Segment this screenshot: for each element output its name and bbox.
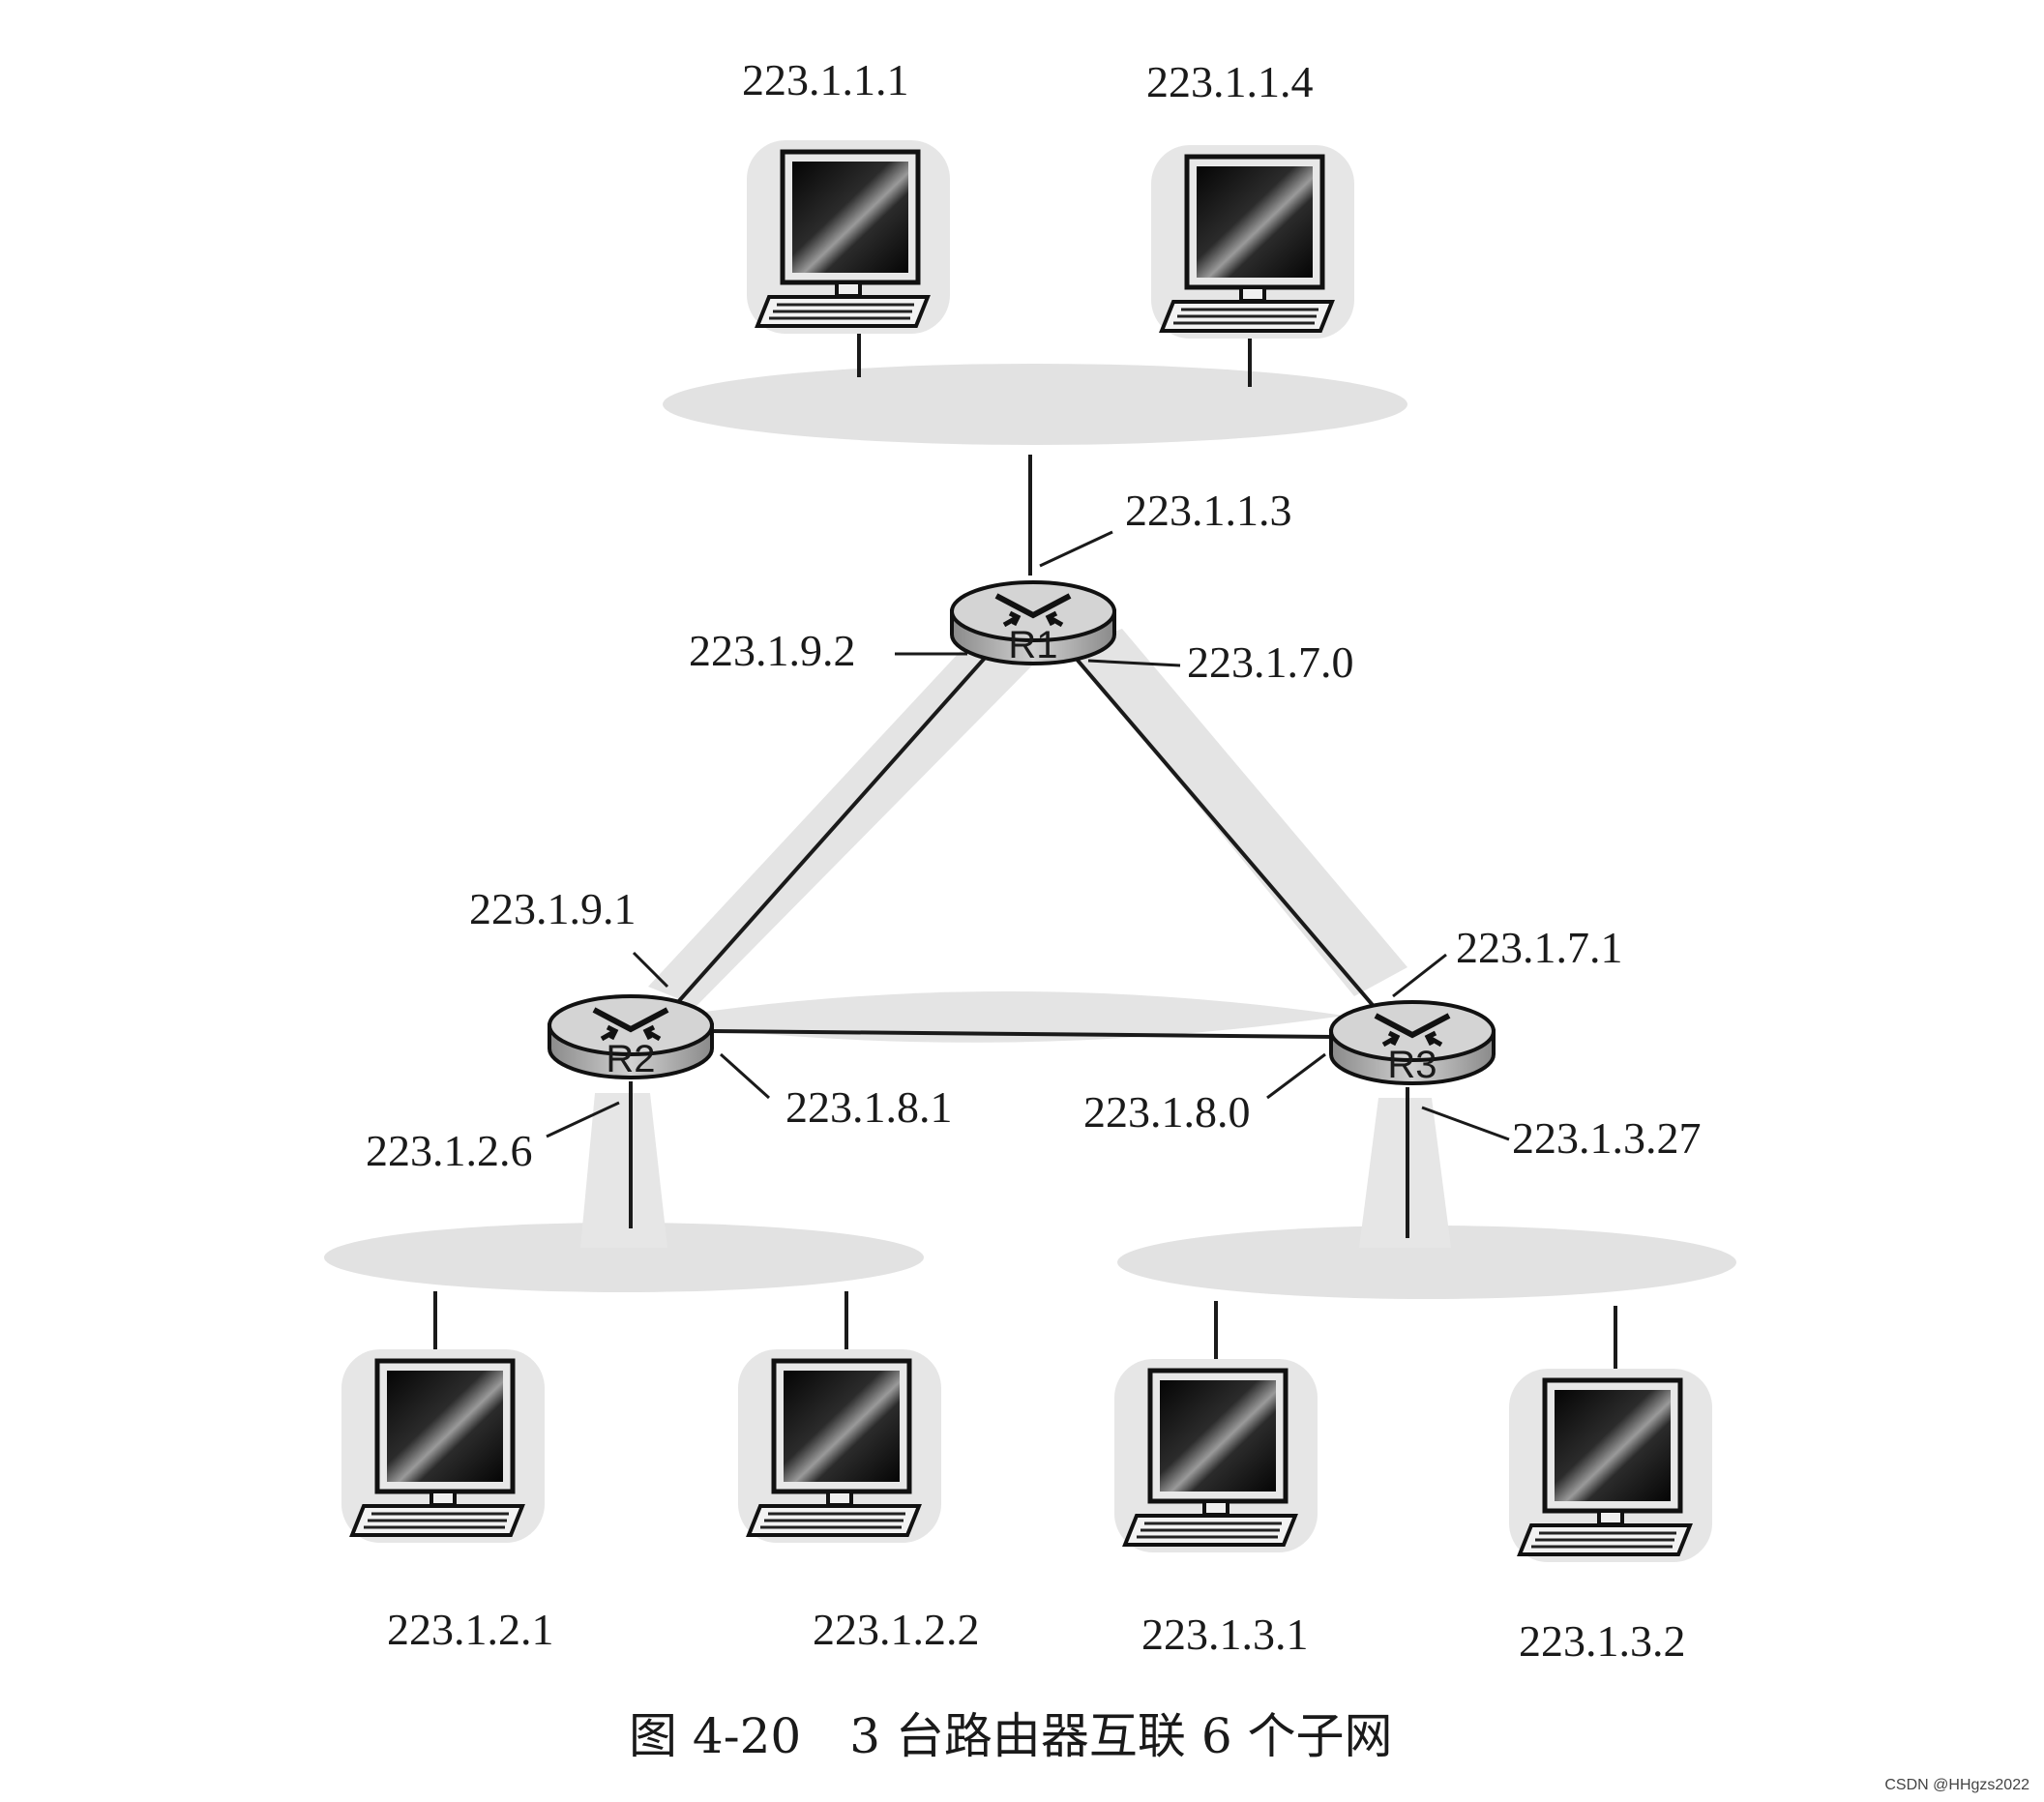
link-r1-r3	[1072, 654, 1385, 1019]
r1-interface-left: 223.1.9.2	[689, 626, 856, 675]
router-r3-label: R3	[1387, 1044, 1437, 1086]
host-bottom-2	[738, 1349, 941, 1543]
label-leaders	[546, 530, 1510, 1141]
host-top-right-ip: 223.1.1.4	[1146, 57, 1314, 106]
figure-caption: 图 4-20 3 台路由器互联 6 个子网	[629, 1708, 1393, 1764]
network-links	[433, 324, 1617, 1369]
host-top-left	[747, 140, 950, 334]
r3-interface-top: 223.1.7.1	[1456, 923, 1623, 972]
host-bottom-4	[1509, 1369, 1712, 1562]
desktop-computer-icon	[1509, 1369, 1712, 1562]
host-bottom-3-ip: 223.1.3.1	[1141, 1610, 1309, 1659]
host-bottom-1	[341, 1349, 545, 1543]
r2-interface-top: 223.1.9.1	[469, 884, 637, 933]
r2-interface-right: 223.1.8.1	[785, 1082, 953, 1132]
r3-interface-bottom: 223.1.3.27	[1512, 1113, 1702, 1163]
r3-interface-left: 223.1.8.0	[1083, 1087, 1251, 1137]
router-r1: R1	[952, 582, 1114, 666]
link-r2-r3	[710, 1029, 1336, 1039]
host-bottom-2-ip: 223.1.2.2	[813, 1605, 980, 1654]
desktop-computer-icon	[341, 1349, 545, 1543]
desktop-computer-icon	[1151, 145, 1354, 339]
r2-interface-bottom: 223.1.2.6	[366, 1126, 533, 1175]
watermark: CSDN @HHgzs2022	[1884, 1777, 2029, 1793]
subnet-shading	[324, 364, 1736, 1299]
desktop-computer-icon	[738, 1349, 941, 1543]
router-r2: R2	[549, 996, 712, 1080]
link-r1-r2	[667, 654, 989, 1014]
router-r1-label: R1	[1008, 624, 1057, 666]
host-top-left-ip: 223.1.1.1	[742, 55, 909, 104]
host-bottom-3	[1114, 1359, 1318, 1552]
r1-interface-right: 223.1.7.0	[1187, 637, 1354, 687]
desktop-computer-icon	[1114, 1359, 1318, 1552]
host-bottom-4-ip: 223.1.3.2	[1519, 1616, 1686, 1666]
r1-interface-top: 223.1.1.3	[1125, 486, 1292, 535]
desktop-computer-icon	[747, 140, 950, 334]
host-bottom-1-ip: 223.1.2.1	[387, 1605, 554, 1654]
router-r3: R3	[1331, 1002, 1494, 1086]
router-r2-label: R2	[606, 1038, 655, 1080]
host-top-right	[1151, 145, 1354, 339]
